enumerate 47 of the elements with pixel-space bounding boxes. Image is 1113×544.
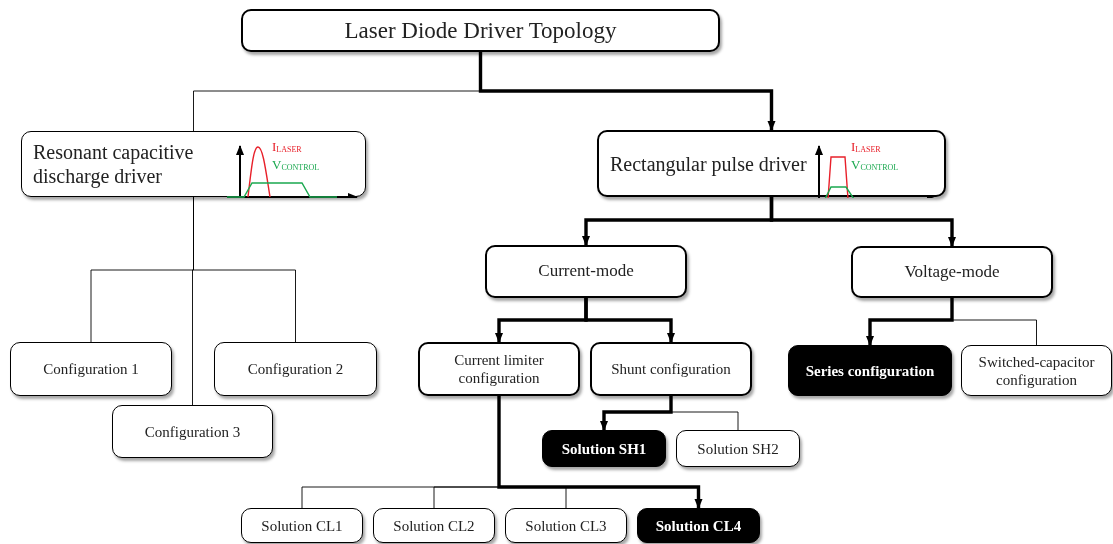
arrow bbox=[600, 396, 673, 431]
process-box bbox=[214, 342, 377, 396]
process-box bbox=[21, 131, 366, 197]
node-label: Switched-capacitor configuration bbox=[977, 352, 1096, 389]
node-label: Series configuration bbox=[805, 361, 935, 380]
process-box bbox=[851, 246, 1053, 298]
node-label: Solution CL3 bbox=[525, 516, 607, 535]
node-label: Configuration 3 bbox=[144, 422, 241, 441]
waveform-label: V$_{CONTROL}$ bbox=[851, 158, 899, 171]
process-box bbox=[241, 508, 363, 543]
process-box bbox=[418, 342, 580, 396]
process-box bbox=[10, 342, 172, 396]
process-box bbox=[112, 405, 273, 458]
node-label: Configuration 2 bbox=[247, 360, 344, 378]
arrow bbox=[769, 197, 956, 247]
waveform-label: V$_{CONTROL}$ bbox=[272, 158, 320, 171]
process-box bbox=[485, 245, 687, 298]
node-label: Current limiter configuration bbox=[453, 351, 545, 387]
arrow bbox=[866, 298, 954, 346]
node-label: Resonant capacitive discharge driver bbox=[33, 140, 195, 188]
node-label: Voltage-mode bbox=[904, 261, 1000, 283]
highlighted-box bbox=[788, 345, 952, 396]
arrow bbox=[478, 52, 776, 131]
connector-line bbox=[192, 196, 194, 406]
node-label: Shunt configuration bbox=[611, 360, 731, 378]
node-label: Solution SH2 bbox=[697, 439, 779, 458]
waveform-label: I$_{LASER}$ bbox=[851, 140, 881, 153]
process-box bbox=[961, 345, 1112, 396]
process-box bbox=[505, 508, 627, 543]
node-label: Configuration 1 bbox=[43, 360, 139, 378]
highlighted-box bbox=[637, 508, 760, 543]
node-label: Solution SH1 bbox=[561, 439, 647, 458]
process-box bbox=[676, 430, 800, 467]
node-label: Current-mode bbox=[538, 261, 634, 282]
process-box bbox=[590, 342, 752, 396]
process-box bbox=[373, 508, 495, 543]
process-box bbox=[597, 130, 946, 197]
waveform-label: I$_{LASER}$ bbox=[272, 140, 302, 153]
arrow bbox=[584, 298, 675, 343]
node-label: Solution CL4 bbox=[655, 516, 742, 535]
highlighted-box bbox=[542, 430, 666, 467]
node-label: Laser Diode Driver Topology bbox=[344, 16, 617, 45]
node-label: Rectangular pulse driver bbox=[610, 151, 807, 176]
node-label: Solution CL1 bbox=[261, 516, 343, 535]
arrow bbox=[497, 396, 703, 509]
process-box bbox=[241, 9, 720, 52]
node-label: Solution CL2 bbox=[393, 516, 475, 535]
